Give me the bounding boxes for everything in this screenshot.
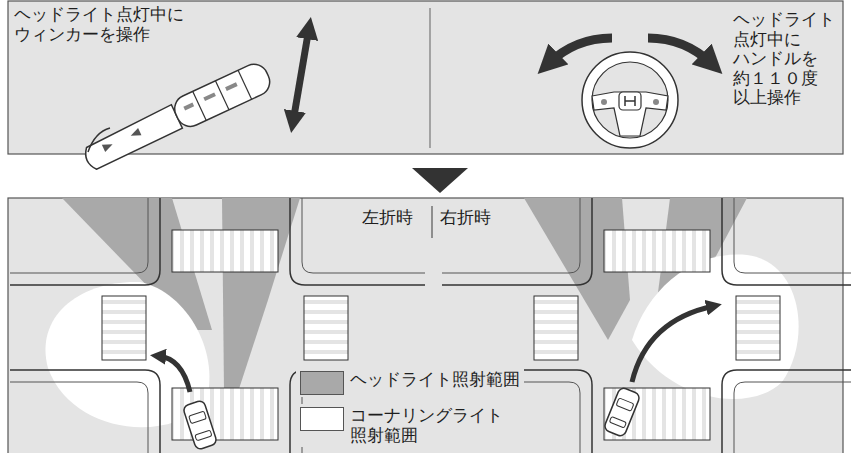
legend-text: ヘッドライト照射範囲: [350, 370, 520, 390]
case-label: 右折時: [440, 208, 491, 228]
legend-swatch: [300, 407, 344, 431]
instruction-text: ヘッドライト点灯中に ウィンカーを操作: [14, 5, 184, 44]
case-label: 左折時: [362, 208, 413, 228]
legend-text: コーナリングライト 照射範囲: [350, 406, 503, 445]
instruction-text: ヘッドライト 点灯中に ハンドルを 約１１０度 以上操作: [733, 10, 835, 108]
legend-swatch: [300, 371, 344, 395]
legend-entry: コーナリングライト 照射範囲: [296, 404, 507, 447]
legend-entry: ヘッドライト照射範囲: [296, 368, 524, 397]
